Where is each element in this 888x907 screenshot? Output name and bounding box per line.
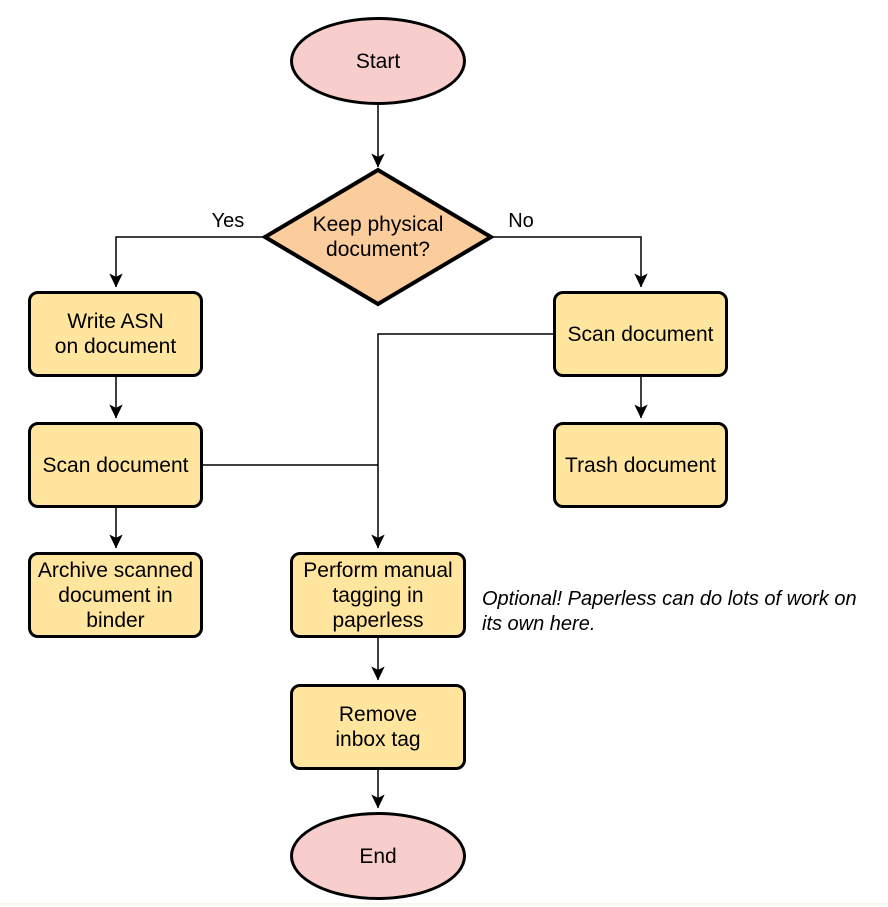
decision-diamond-shape (261, 167, 495, 307)
edge-decision-yes-to-write-asn (109, 236, 265, 288)
edge-label-yes: Yes (211, 210, 245, 232)
page-bottom-divider (0, 903, 888, 905)
node-start-label: Start (355, 49, 401, 73)
edge-decision-no-to-scan-right (490, 236, 648, 288)
node-scan-document-right: Scan document (553, 291, 728, 377)
node-trash-document: Trash document (553, 422, 728, 508)
annotation-text: Optional! Paperless can do lots of work … (482, 588, 857, 635)
node-manual-tagging: Perform manual tagging in paperless (290, 552, 466, 638)
node-scan-document-left: Scan document (28, 422, 203, 508)
node-write-asn: Write ASN on document (28, 291, 203, 377)
edge-scan-right-to-tagging (371, 333, 553, 549)
node-start: Start (290, 17, 466, 105)
node-end-label: End (359, 844, 397, 868)
node-keep-physical-label: Keep physical document? (312, 213, 444, 261)
node-end: End (290, 812, 466, 900)
node-archive-binder: Archive scanned document in binder (28, 552, 203, 638)
node-remove-inbox-tag: Remove inbox tag (290, 684, 466, 770)
edge-label-no: No (508, 210, 534, 232)
